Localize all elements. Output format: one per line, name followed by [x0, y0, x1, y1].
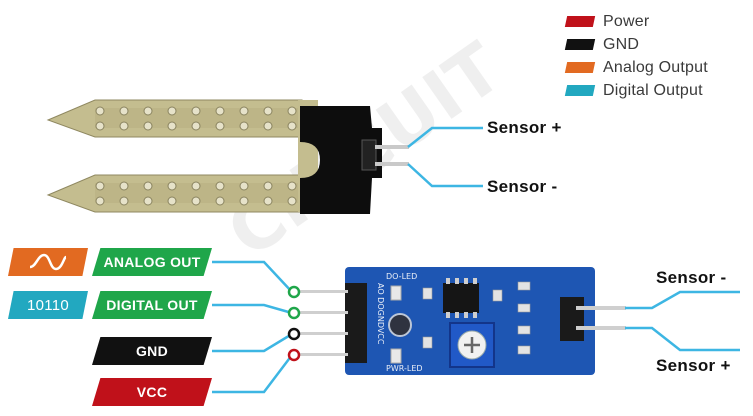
- probe-trace-dot: [239, 121, 249, 131]
- probe-trace-dot: [239, 181, 249, 191]
- probe-trace-dot: [215, 106, 225, 116]
- probe-trace-dot: [215, 121, 225, 131]
- probe-trace-dot: [287, 196, 297, 206]
- probe-trace-dot: [263, 181, 273, 191]
- vcc-label: VCC: [136, 384, 168, 400]
- digital-swatch: [564, 85, 596, 96]
- probe-trace-dot: [143, 196, 153, 206]
- legend-item-analog: Analog Output: [564, 56, 708, 79]
- gnd-swatch: [564, 39, 596, 50]
- probe-trace-dot: [215, 196, 225, 206]
- gnd-label: GND: [135, 343, 168, 359]
- analog-swatch: [564, 62, 596, 73]
- digital-pin-marker: [287, 306, 301, 320]
- probe-trace-dot: [143, 181, 153, 191]
- probe-trace-dot: [287, 106, 297, 116]
- probe-trace-dot: [167, 121, 177, 131]
- analog-out-label: ANALOG OUT: [103, 254, 201, 270]
- legend-item-gnd: GND: [564, 33, 708, 56]
- module-sensor-wires: [625, 290, 740, 352]
- probe-trace-dot: [95, 181, 105, 191]
- probe-trace-dot: [95, 106, 105, 116]
- probe-trace-dot: [167, 181, 177, 191]
- probe-trace-dot: [119, 181, 129, 191]
- digital-out-tag: DIGITAL OUT: [92, 291, 212, 319]
- analog-out-tag: ANALOG OUT: [92, 248, 212, 276]
- soil-probe: [46, 99, 409, 214]
- probe-trace-dot: [191, 181, 201, 191]
- probe-trace-dot: [167, 196, 177, 206]
- legend-label: Analog Output: [603, 58, 708, 76]
- power-swatch: [564, 16, 596, 27]
- probe-trace-dot: [239, 196, 249, 206]
- probe-trace-dot: [263, 106, 273, 116]
- silk-do-led: DO-LED: [386, 272, 417, 281]
- probe-sensor-plus-label: Sensor +: [487, 118, 562, 137]
- gnd-tag: GND: [92, 337, 212, 365]
- legend-label: Power: [603, 12, 650, 30]
- probe-wires: [407, 126, 483, 188]
- vcc-tag: VCC: [92, 378, 212, 406]
- sensor-module: DO-LED AO DOGNDVCC PWR-LED: [300, 267, 626, 375]
- digital-code-text: 10110: [26, 296, 70, 314]
- probe-sensor-minus-label: Sensor -: [487, 177, 558, 196]
- probe-traces: [95, 106, 297, 206]
- probe-head: [300, 106, 382, 214]
- digital-code-tag: 10110: [8, 291, 88, 319]
- probe-trace-dot: [287, 121, 297, 131]
- probe-trace-dot: [167, 106, 177, 116]
- probe-trace-dot: [95, 121, 105, 131]
- gnd-pin-marker: [287, 327, 301, 341]
- probe-trace-dot: [119, 106, 129, 116]
- probe-trace-dot: [191, 106, 201, 116]
- probe-trace-dot: [119, 196, 129, 206]
- legend-label: Digital Output: [603, 81, 703, 99]
- probe-trace-dot: [119, 121, 129, 131]
- probe-trace-dot: [263, 196, 273, 206]
- vcc-pin-marker: [287, 348, 301, 362]
- probe-trace-dot: [143, 121, 153, 131]
- silk-pin-names: AO DOGNDVCC: [376, 283, 385, 345]
- probe-trace-dot: [143, 106, 153, 116]
- legend-label: GND: [603, 35, 640, 53]
- legend-item-digital: Digital Output: [564, 79, 708, 102]
- probe-trace-dot: [215, 181, 225, 191]
- wire-color-legend: Power GND Analog Output Digital Output: [564, 10, 708, 102]
- probe-trace-dot: [239, 106, 249, 116]
- probe-trace-dot: [191, 121, 201, 131]
- pin-wires: [212, 260, 293, 394]
- analog-icon-tag: [8, 248, 88, 276]
- digital-out-label: DIGITAL OUT: [106, 297, 198, 313]
- probe-trace-dot: [287, 181, 297, 191]
- module-sensor-minus-label: Sensor -: [656, 268, 727, 287]
- legend-item-power: Power: [564, 10, 708, 33]
- analog-wave-icon: [29, 253, 67, 271]
- module-sensor-plus-label: Sensor +: [656, 356, 731, 375]
- probe-trace-dot: [95, 196, 105, 206]
- analog-pin-marker: [287, 285, 301, 299]
- module-pcb: [345, 267, 595, 375]
- probe-trace-dot: [263, 121, 273, 131]
- probe-trace-dot: [191, 196, 201, 206]
- silk-pwr-led: PWR-LED: [386, 364, 423, 373]
